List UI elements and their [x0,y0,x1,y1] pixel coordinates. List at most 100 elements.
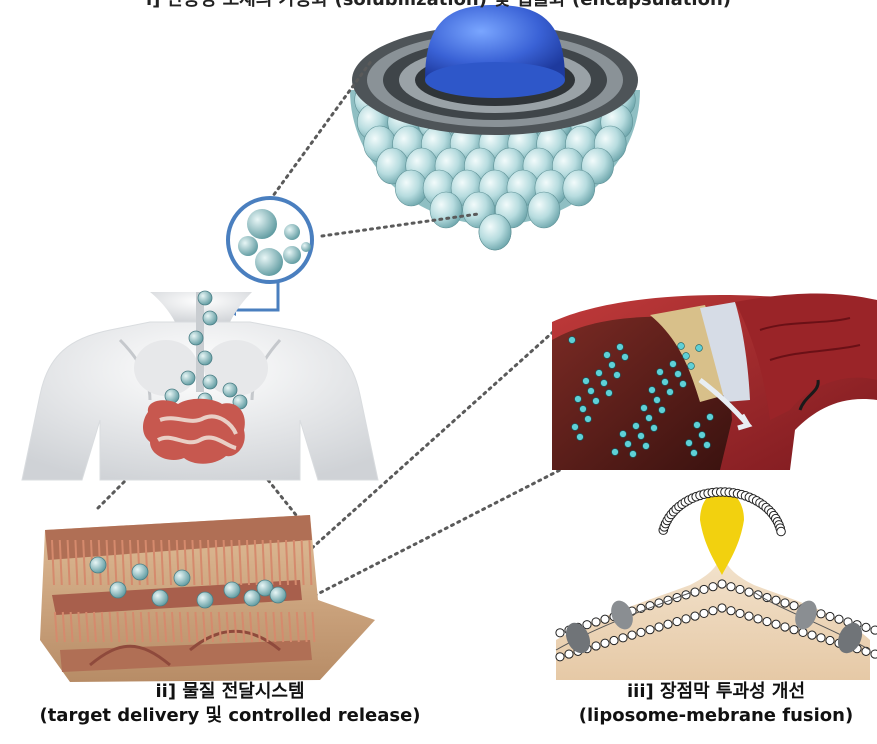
lipid-head [772,620,780,628]
lipid-head [745,588,753,596]
lipid-head [556,629,564,637]
liposome-particle [704,442,711,449]
lipid-head [736,609,744,617]
liposome-particle [604,352,611,359]
lipid-head [646,626,654,634]
lipid-head [754,615,762,623]
liposome-particle [617,344,624,351]
liposome-particle [181,371,195,385]
lipid-head [790,626,798,634]
lipid-head [817,610,825,618]
liposome-particle [649,387,656,394]
lipid-head [862,647,870,655]
liposome-particle [678,343,685,350]
caption-delivery-system: ii] 물질 전달시스템 (target delivery 및 controll… [20,680,440,728]
lipid-head [727,583,735,591]
liposome-particle [657,369,664,376]
lipid-head [601,639,609,647]
lipid-head [655,623,663,631]
liposome-particle [699,432,706,439]
lipid-head [709,607,717,615]
lipid-head [799,628,807,636]
liposome-particle [90,557,106,573]
lipid-head [610,636,618,644]
lipid-head [718,580,726,588]
liposome-particle [606,390,613,397]
liposome-particle [683,353,690,360]
liposome-particle [223,383,237,397]
liposome-particle [110,582,126,598]
liposome-particle [203,311,217,325]
liposome-particle [659,407,666,414]
caption-permeability: iii] 장점막 투과성 개선 (liposome-mebrane fusion… [555,680,877,728]
liposome-particle [694,422,701,429]
liposome-particle [203,375,217,389]
liposome-particle [625,441,632,448]
caption-iii-title: iii] 장점막 투과성 개선 [555,680,877,704]
caption-ii-subtitle: (target delivery 및 controlled release) [20,704,440,728]
liposome-particle [691,450,698,457]
liposome-particle [585,416,592,423]
liposome-particle [189,331,203,345]
liposome-particle [614,372,621,379]
lipid-head [664,620,672,628]
liposome-particle [596,370,603,377]
liposome-particle [667,389,674,396]
liposome-particle [609,362,616,369]
liposome-particle [638,433,645,440]
caption-top-text: i] 난용성 소재의 가용화 (solubilization) 및 캡슐화 (e… [0,0,877,12]
lipid-head [583,621,591,629]
liposome-particle [622,354,629,361]
lipid-head [781,599,789,607]
liposome-particle [174,570,190,586]
liposome-particle [569,337,576,344]
lipid-head [592,618,600,626]
liposome-particle [198,351,212,365]
lipid-head [619,634,627,642]
lipid-head [395,170,427,206]
liposome-particle [633,423,640,430]
liposome-particle [707,414,714,421]
lipid-head [781,623,789,631]
lipid-head [871,650,877,658]
liposome-particle [575,396,582,403]
liposome-particle [132,564,148,580]
liposome-particle [688,363,695,370]
lipid-head [777,527,786,536]
caption-solubilization: i] 난용성 소재의 가용화 (solubilization) 및 캡슐화 (e… [0,0,877,12]
lipid-head [700,585,708,593]
caption-ii-title: ii] 물질 전달시스템 [20,680,440,704]
lipid-head [817,634,825,642]
liposome-particle [152,590,168,606]
liposome-particle [654,397,661,404]
liposome-particle [580,406,587,413]
lipid-head [637,628,645,636]
lipid-head [565,650,573,658]
liposome-particle [651,425,658,432]
lipid-head [601,615,609,623]
lipid-head [790,602,798,610]
lipid-head [691,612,699,620]
lipid-head [835,615,843,623]
liposome-particle [577,434,584,441]
liposome-particle [675,371,682,378]
lipid-head [528,192,560,228]
lipid-head [826,636,834,644]
lipid-head [700,609,708,617]
liposome-particle [670,361,677,368]
liposome-particle [630,451,637,458]
liposome-particle [244,590,260,606]
lipid-head [718,604,726,612]
lipid-head [673,617,681,625]
lipid-head [871,626,877,634]
liposome-particle [680,381,687,388]
liposome-particle [572,424,579,431]
liposome-particle [641,405,648,412]
liposome-particle [662,379,669,386]
liposome-particle [643,443,650,450]
liposome-particle [198,291,212,305]
lipid-head [691,588,699,596]
membrane-fusion [556,488,877,680]
lipid-head [736,585,744,593]
